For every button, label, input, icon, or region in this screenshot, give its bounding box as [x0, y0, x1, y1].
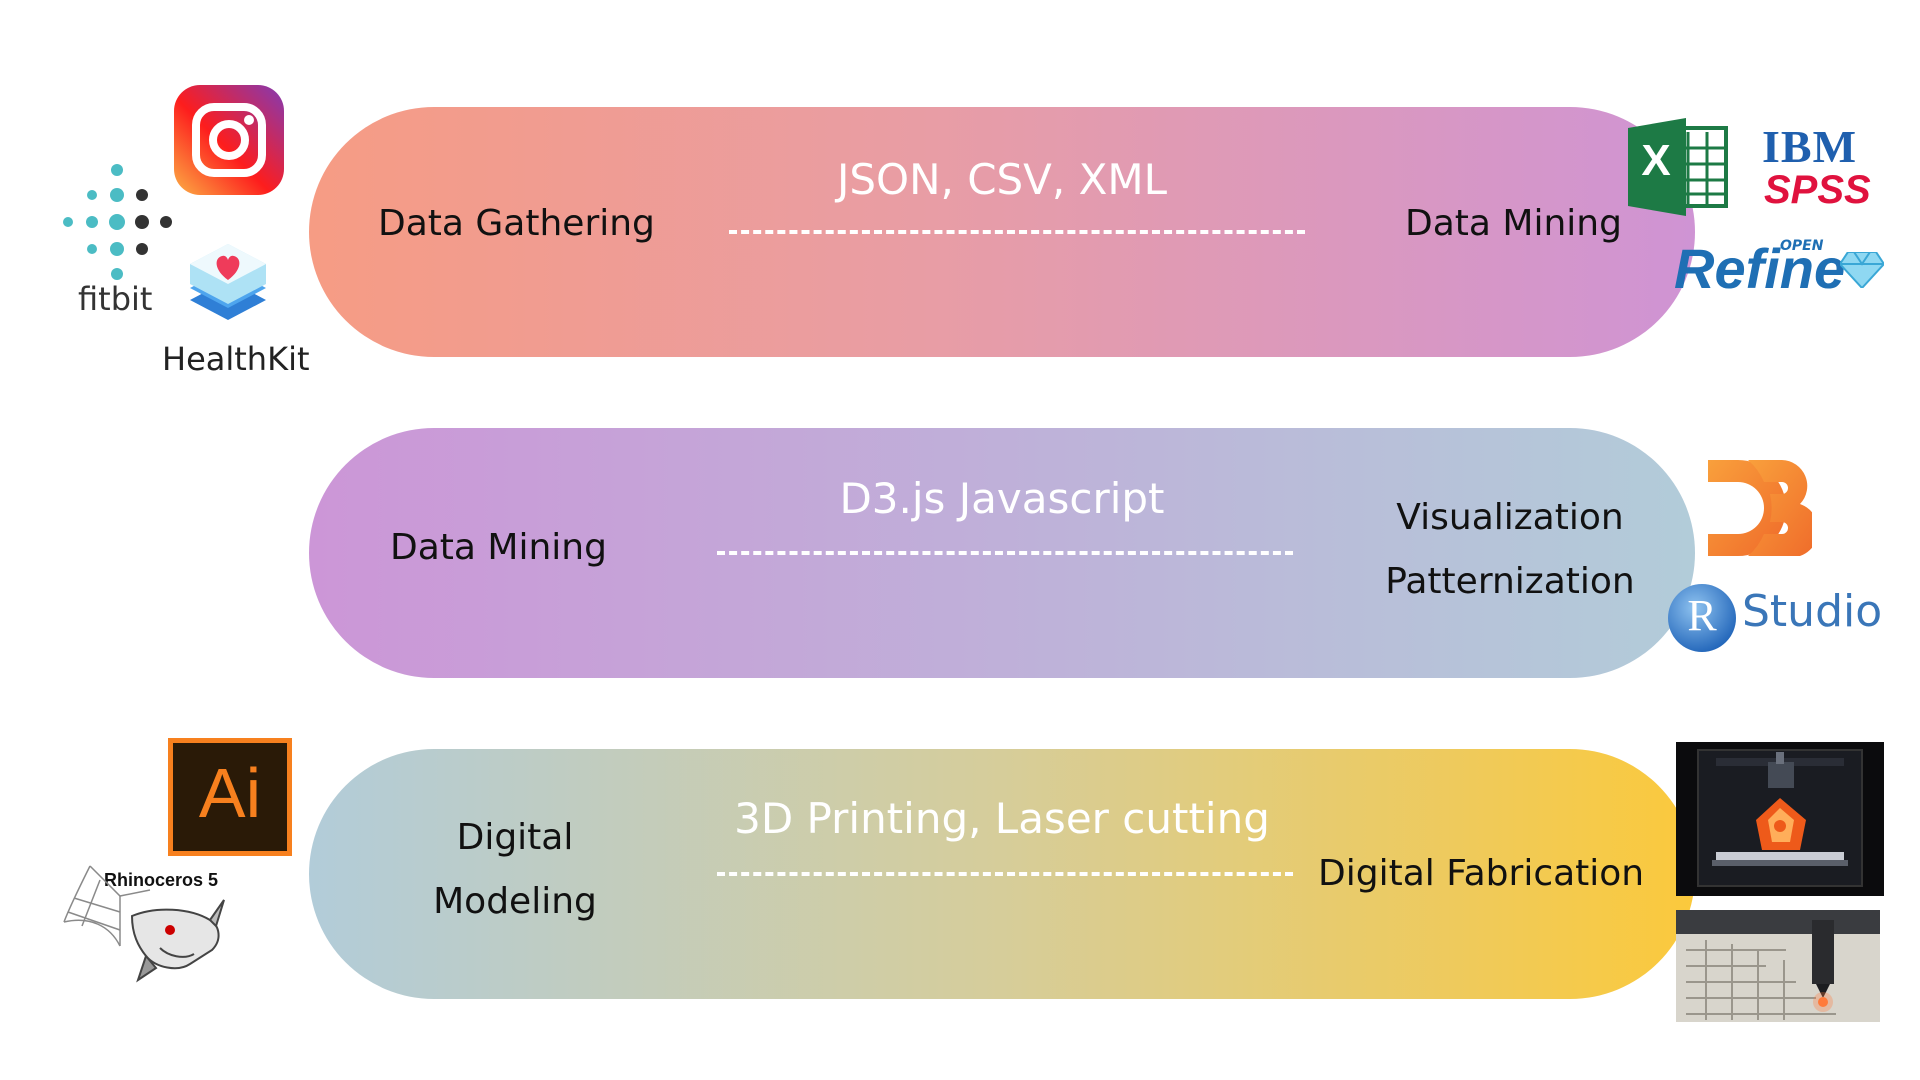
row2-right-label-line1: Visualization [1396, 497, 1624, 538]
row1-dashed-connector [729, 230, 1305, 234]
spss-wordmark: SPSS [1764, 168, 1871, 212]
diamond-icon [1838, 251, 1886, 290]
healthkit-icon [188, 240, 268, 330]
row3-left-label-line2: Modeling [433, 881, 597, 923]
3d-printer-photo [1676, 742, 1884, 896]
rstudio-wordmark: Studio [1742, 586, 1883, 637]
excel-letter: X [1641, 136, 1671, 185]
openrefine-wordmark: Refine [1674, 237, 1846, 300]
row1-middle-label: JSON, CSV, XML [836, 155, 1168, 204]
r-letter: R [1687, 591, 1717, 640]
row3-dashed-connector [717, 872, 1293, 876]
row2-right-labels: Visualization Patternization [1370, 492, 1650, 608]
instagram-icon [174, 85, 284, 195]
row3-middle-label: 3D Printing, Laser cutting [734, 794, 1270, 843]
row3-left-label-line1: Digital [456, 817, 574, 858]
ai-letters: Ai [198, 754, 262, 832]
row1-right-label: Data Mining [1405, 203, 1622, 244]
excel-icon: X [1628, 118, 1728, 216]
rhinoceros-icon [60, 856, 228, 986]
row2-left-label: Data Mining [390, 527, 607, 568]
row2-middle-label: D3.js Javascript [839, 474, 1165, 523]
r-logo-icon: R [1666, 582, 1738, 654]
adobe-illustrator-icon: Ai [168, 738, 292, 856]
laser-cutter-photo [1676, 910, 1880, 1022]
fitbit-icon [60, 160, 180, 280]
openrefine-open-label: OPEN [1780, 238, 1824, 254]
rhinoceros-wordmark: Rhinoceros 5 [104, 870, 219, 890]
row3-left-labels: Digital Modeling [410, 812, 620, 928]
ibm-wordmark: IBM [1762, 121, 1857, 172]
row2-right-label-line2: Patternization [1385, 561, 1635, 603]
row2-dashed-connector [717, 551, 1293, 555]
d3-icon [1708, 460, 1819, 558]
row3-right-label: Digital Fabrication [1318, 853, 1645, 894]
row1-left-label: Data Gathering [378, 203, 655, 244]
fitbit-wordmark: fitbit [78, 280, 153, 318]
healthkit-wordmark: HealthKit [162, 340, 310, 378]
